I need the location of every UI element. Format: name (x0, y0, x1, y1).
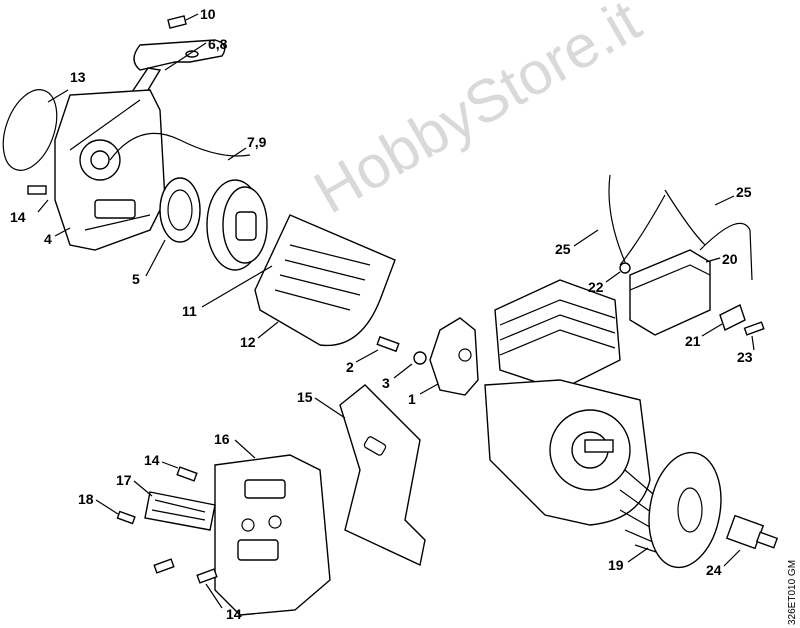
drawing-code: 326ET010 GM (787, 560, 798, 625)
callout-14: 14 (144, 452, 160, 468)
part-3-spring (413, 351, 427, 365)
callout-6-8: 6,8 (208, 36, 228, 52)
callout-11: 11 (182, 303, 197, 319)
callout-22: 22 (588, 279, 604, 295)
part-24-nut (725, 514, 779, 550)
callout-1: 1 (408, 391, 416, 407)
callout-20: 20 (722, 251, 738, 267)
part-14-screw (196, 568, 218, 584)
callout-21: 21 (685, 333, 701, 349)
callout-2: 2 (346, 359, 354, 375)
callout-4: 4 (44, 231, 52, 247)
part-5-rotor (206, 179, 268, 271)
part-14-screw (27, 185, 47, 195)
part-21-clip (719, 304, 746, 331)
callout-3: 3 (382, 375, 390, 391)
part-5-spring (159, 177, 201, 243)
part-7-9-rope (109, 132, 251, 161)
part-1-knob (429, 317, 479, 396)
callout-25: 25 (555, 241, 571, 257)
callout-25: 25 (736, 184, 752, 200)
callout-23: 23 (737, 349, 753, 365)
callout-14: 14 (10, 209, 26, 225)
leader-lines (37, 13, 755, 609)
callout-10: 10 (200, 6, 216, 22)
callout-14: 14 (226, 606, 242, 622)
callout-5: 5 (132, 271, 140, 287)
watermark: HobbyStore.it (303, 0, 652, 226)
part-25-wires (608, 174, 753, 281)
engine-cylinder-crankcase (484, 279, 651, 526)
part-14-screw (153, 558, 175, 574)
part-22-washer (619, 262, 631, 274)
part-19-flywheel (619, 451, 722, 569)
callout-15: 15 (297, 389, 313, 405)
part-16-muffler (214, 454, 331, 616)
part-23-screw (743, 321, 765, 336)
callout-24: 24 (706, 562, 722, 578)
part-20-ignition-module (629, 249, 711, 336)
callout-13: 13 (70, 69, 86, 85)
callout-12: 12 (240, 334, 256, 350)
callout-16: 16 (214, 431, 230, 447)
part-14-screw (176, 466, 198, 482)
part-4-housing (54, 89, 166, 251)
callout-7-9: 7,9 (247, 134, 267, 150)
part-10 (167, 15, 187, 29)
part-15-heat-shield (339, 384, 426, 567)
part-13-ring (2, 89, 58, 171)
part-12-shroud (254, 214, 396, 347)
callout-19: 19 (608, 557, 624, 573)
part-2-pin (376, 335, 400, 353)
part-18-screw (116, 510, 136, 525)
callout-17: 17 (116, 472, 132, 488)
callout-18: 18 (78, 491, 94, 507)
